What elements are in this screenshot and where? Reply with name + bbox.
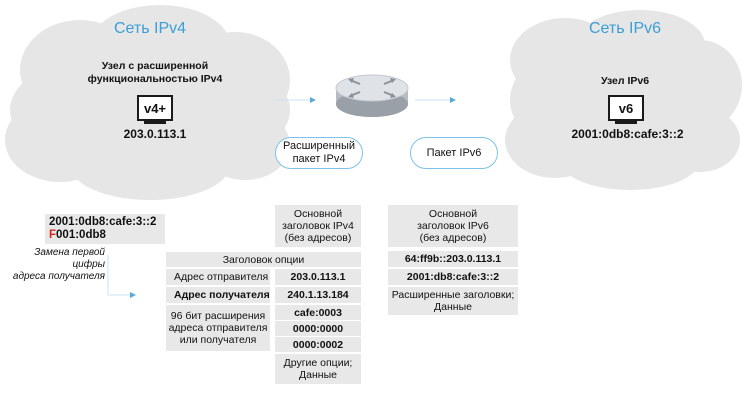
monitor-icon: v6 bbox=[608, 95, 644, 121]
ext-value-2: 0000:0000 bbox=[275, 321, 361, 336]
address-modified: F001:0db8 bbox=[49, 229, 161, 242]
ext-label-line3: или получателя bbox=[179, 334, 257, 346]
monitor-icon: v4+ bbox=[137, 95, 173, 121]
ipv6-source-address: 64:ff9b::203.0.113.1 bbox=[388, 251, 518, 267]
monitor-stand bbox=[615, 121, 637, 124]
address-highlight-digit: F bbox=[49, 229, 57, 241]
address-extension-label: 96 бит расширения адреса отправителя или… bbox=[166, 305, 270, 351]
ipv4-base-line1: Основной bbox=[293, 208, 343, 220]
dest-address-label: Адрес получателя bbox=[166, 287, 270, 303]
address-modified-rest: 001:0db8 bbox=[56, 229, 106, 241]
dest-address-value: 240.1.13.184 bbox=[275, 287, 361, 303]
option-header: Заголовок опции bbox=[166, 252, 361, 267]
ipv6-base-header: Основной заголовок IPv6 (без адресов) bbox=[388, 205, 518, 247]
ipv6-dest-address: 2001:db8:cafe:3::2 bbox=[388, 269, 518, 285]
ipv4-base-header: Основной заголовок IPv4 (без адресов) bbox=[275, 205, 361, 247]
ipv6-ext-line1: Расширенные заголовки; bbox=[391, 289, 515, 301]
ipv4-node-label: Узел с расширенной функциональностью IPv… bbox=[80, 60, 230, 86]
ipv4-base-line2: заголовок IPv4 bbox=[282, 220, 354, 232]
ext-label-line2: адреса отправителя bbox=[168, 322, 268, 334]
ext-value-1: cafe:0003 bbox=[275, 305, 361, 320]
ipv6-network-title: Сеть IPv6 bbox=[588, 20, 662, 37]
ipv6-cloud-shape bbox=[505, 10, 742, 190]
ipv6-base-line2: заголовок IPv6 bbox=[417, 220, 489, 232]
ipv4-other-line2: Данные bbox=[299, 369, 337, 381]
source-address-label: Адрес отправителя bbox=[166, 269, 270, 285]
monitor-stand bbox=[144, 121, 166, 124]
ipv6-ext-line2: Данные bbox=[434, 301, 472, 313]
ipv6-packet-label: Пакет IPv6 bbox=[410, 137, 498, 169]
ipv4-base-line3: (без адресов) bbox=[284, 232, 352, 244]
ipv6-node-address: 2001:0db8:cafe:3::2 bbox=[571, 127, 684, 141]
address-original: 2001:0db8:cafe:3::2 bbox=[49, 216, 157, 228]
ipv4-node-address: 203.0.113.1 bbox=[123, 127, 187, 141]
ipv4-node-label-line2: функциональностью IPv4 bbox=[87, 73, 223, 85]
ipv4-other-options: Другие опции; Данные bbox=[275, 354, 361, 384]
ipv4-cloud-shape bbox=[5, 5, 290, 200]
ipv6-monitor-label: v6 bbox=[618, 100, 634, 116]
extended-ipv4-line1: Расширенный bbox=[283, 140, 355, 152]
connection-arrows bbox=[107, 97, 456, 298]
ipv4-node-label-line1: Узел с расширенной bbox=[101, 60, 209, 72]
ipv6-extension-headers: Расширенные заголовки; Данные bbox=[388, 287, 518, 315]
router-icon bbox=[335, 74, 409, 117]
ext-label-line1: 96 бит расширения bbox=[170, 310, 266, 322]
ipv6-base-line3: (без адресов) bbox=[419, 232, 487, 244]
address-transform-caption: Замена первой цифры адреса получателя bbox=[0, 247, 105, 283]
ext-value-3: 0000:0002 bbox=[275, 337, 361, 352]
source-address-value: 203.0.113.1 bbox=[275, 269, 361, 285]
ipv4-network-title: Сеть IPv4 bbox=[113, 20, 187, 37]
ipv6-base-line1: Основной bbox=[428, 208, 478, 220]
extended-ipv4-packet-label: Расширенный пакет IPv4 bbox=[275, 137, 363, 169]
ipv4-monitor-label: v4+ bbox=[143, 100, 167, 116]
ipv4-other-line1: Другие опции; bbox=[283, 357, 353, 369]
ipv6-node-label: Узел IPv6 bbox=[600, 75, 650, 87]
address-caption-line1: Замена первой цифры bbox=[34, 247, 105, 270]
address-transform-box: 2001:0db8:cafe:3::2 F001:0db8 bbox=[45, 214, 165, 244]
extended-ipv4-line2: пакет IPv4 bbox=[292, 153, 346, 165]
address-caption-line2: адреса получателя bbox=[12, 271, 105, 282]
